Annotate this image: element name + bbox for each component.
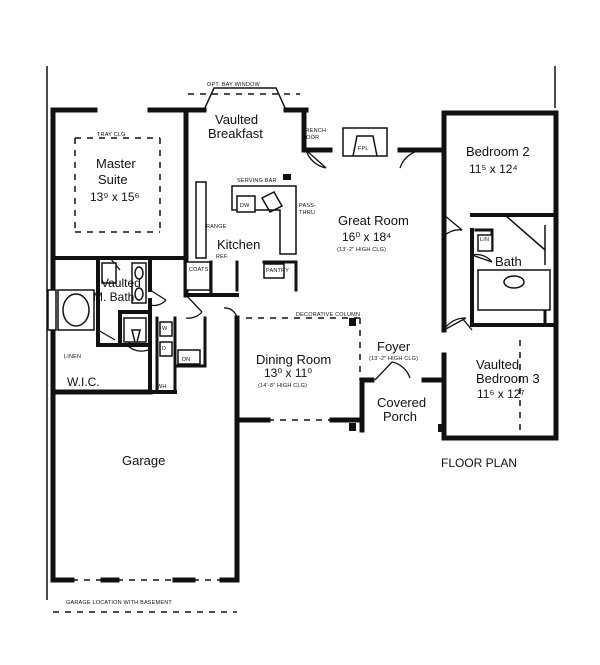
vaulted-breakfast-label: Vaulted [215,112,258,127]
covered-porch-label-2: Porch [383,409,417,424]
exterior-walls [50,107,559,583]
vaulted-bedroom3-label: Vaulted [476,357,519,372]
covered-porch-label: Covered [377,395,426,410]
master-suite-label: Master [96,156,136,171]
bay-window [203,87,287,111]
ref-label: REF. [216,254,229,260]
vaulted-mbath-label-2: M. Bath [93,290,134,304]
french-door-label: FRENCH [302,128,326,134]
vaulted-bedroom3-dimensions: 11⁶ x 12⁷ [477,387,525,401]
interior-walls [51,213,558,394]
decorative-column-label: DECORATIVE COLUMN [296,312,360,318]
dw-label: DW [240,203,250,209]
washer-label: W [162,326,168,332]
floor-plan-title: FLOOR PLAN [441,456,517,470]
fireplace [342,127,388,157]
dryer-label: D [162,346,166,352]
opt-bay-window-label: OPT. BAY WINDOW [207,82,261,88]
dashed-lines [53,93,521,613]
pass-thru-label: PASS- [299,203,316,209]
coats-label: COATS [189,267,209,273]
wic-label: W.I.C. [67,375,100,389]
dining-room-label: Dining Room [256,352,331,367]
great-room-label: Great Room [338,213,409,228]
linen-label: LINEN [64,354,81,360]
fireplace-label: FPL [358,146,369,152]
water-heater-label: WH [157,384,167,390]
vaulted-mbath-label: Vaulted [101,276,141,290]
pantry-label: PANTRY [266,268,289,274]
down-label: DN [182,357,190,363]
bedroom2-label: Bedroom 2 [466,144,530,159]
column-markers [283,174,445,432]
fixtures [47,181,551,365]
dining-room-ceiling: (14'-8" HIGH CLG) [258,383,307,389]
range-label: RANGE [206,224,227,230]
master-suite-label-2: Suite [98,172,128,187]
pass-thru-label-2: THRU [299,210,315,216]
garage-location-label: GARAGE LOCATION WITH BASEMENT [66,600,172,606]
vaulted-bedroom3-label-2: Bedroom 3 [476,371,540,386]
garage-label: Garage [122,453,165,468]
french-door-label-2: DOOR [302,135,319,141]
tray-clg-label: TRAY CLG [97,132,126,138]
master-suite-dimensions: 13⁹ x 15⁶ [90,190,140,204]
linen-closet-bath-label: LIN [480,237,489,243]
vaulted-breakfast-label-2: Breakfast [208,126,263,141]
bedroom2-dimensions: 11⁵ x 12⁴ [469,162,518,176]
dining-room-dimensions: 13⁰ x 11⁰ [264,366,312,380]
great-room-dimensions: 16⁰ x 18⁴ [342,230,391,244]
foyer-label: Foyer [377,339,411,354]
serving-bar-label: SERVING BAR [237,178,277,184]
kitchen-label: Kitchen [217,237,260,252]
great-room-ceiling: (13'-2" HIGH CLG) [337,247,386,253]
foyer-ceiling: (13'-2" HIGH CLG) [369,356,418,362]
bath-label: Bath [495,254,522,269]
